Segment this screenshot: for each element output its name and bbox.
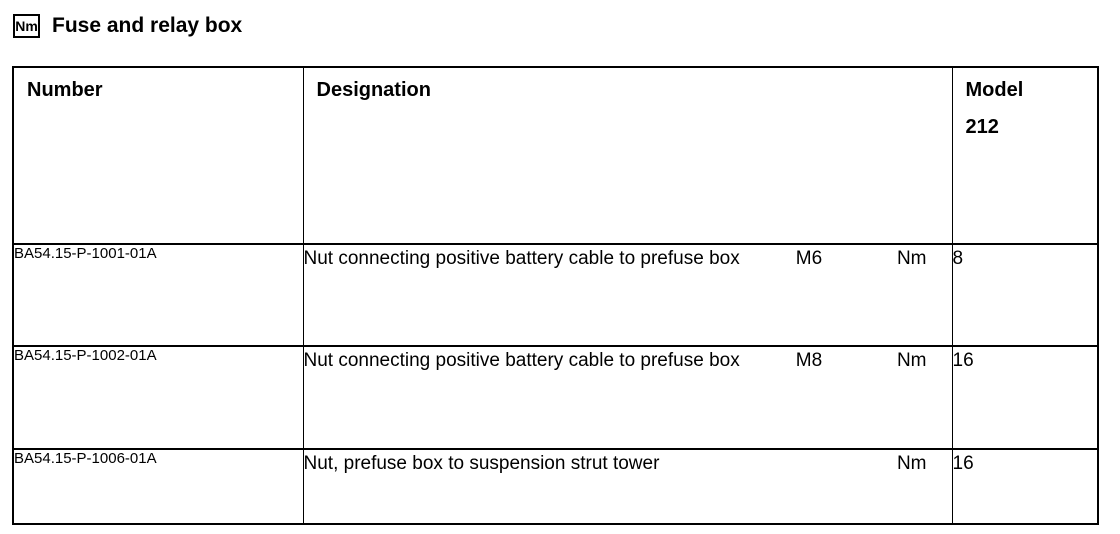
column-header-designation: Designation — [302, 66, 953, 245]
designation-text: Nut connecting positive battery cable to… — [303, 248, 740, 269]
designation-layout: Nut connecting positive battery cable to… — [303, 246, 951, 273]
number-cell: BA54.15-P-1001-01A — [12, 243, 304, 347]
torque-unit-label: Nm — [896, 453, 927, 474]
column-header-model-line1: Model — [965, 79, 1024, 101]
torque-unit-label: Nm — [896, 350, 927, 371]
designation-layout: Nut, prefuse box to suspension strut tow… — [303, 451, 951, 478]
thread-size-value: M8 — [795, 350, 823, 371]
torque-unit-label: Nm — [896, 248, 927, 269]
torque-spec-table: Number Designation Model 212 BA54.15-P-1… — [12, 66, 1099, 525]
designation-cell: Nut connecting positive battery cable to… — [302, 345, 953, 450]
designation-text: Nut, prefuse box to suspension strut tow… — [303, 453, 660, 474]
column-header-model: Model 212 — [951, 66, 1099, 245]
designation-cell: Nut connecting positive battery cable to… — [302, 243, 953, 347]
number-cell: BA54.15-P-1002-01A — [12, 345, 304, 450]
table-row: BA54.15-P-1001-01A Nut connecting positi… — [12, 243, 1099, 347]
model-value-cell: 16 — [951, 448, 1099, 525]
document-header: Nm Fuse and relay box — [13, 13, 1120, 39]
column-header-model-line2: 212 — [965, 116, 999, 138]
number-cell: BA54.15-P-1006-01A — [12, 448, 304, 525]
column-header-number: Number — [12, 66, 304, 245]
table-header-row: Number Designation Model 212 — [12, 66, 1099, 245]
model-value-cell: 8 — [951, 243, 1099, 347]
model-value-cell: 16 — [951, 345, 1099, 450]
designation-text: Nut connecting positive battery cable to… — [303, 350, 740, 371]
table-row: BA54.15-P-1006-01A Nut, prefuse box to s… — [12, 448, 1099, 525]
designation-cell: Nut, prefuse box to suspension strut tow… — [302, 448, 953, 525]
torque-nm-icon: Nm — [13, 14, 40, 38]
designation-layout: Nut connecting positive battery cable to… — [303, 348, 951, 375]
page-title: Fuse and relay box — [52, 14, 243, 37]
thread-size-value: M6 — [795, 248, 823, 269]
table-row: BA54.15-P-1002-01A Nut connecting positi… — [12, 345, 1099, 450]
thread-size-value — [772, 451, 847, 478]
